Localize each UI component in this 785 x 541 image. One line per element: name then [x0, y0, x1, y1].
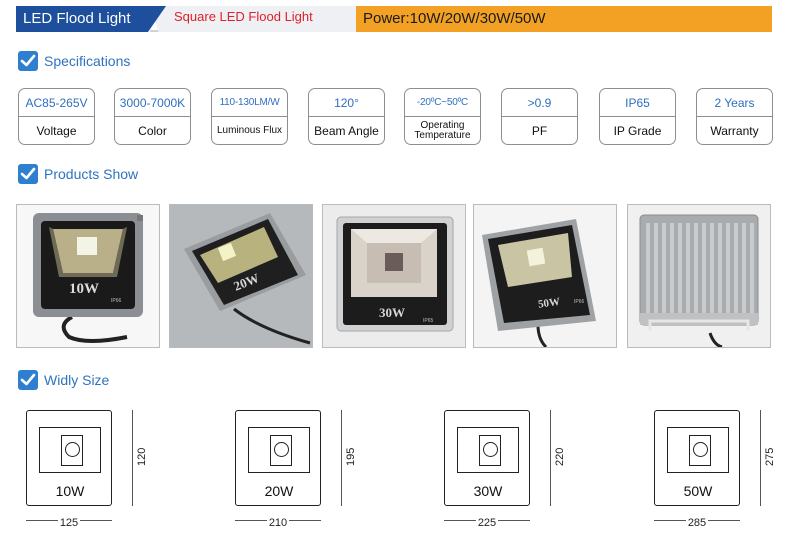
size-power-label: 10W — [55, 483, 85, 499]
height-dimension-line — [341, 410, 342, 506]
spec-value: -20ºC~50ºC — [405, 89, 480, 117]
spec-card-warranty: 2 Years Warranty — [696, 88, 773, 145]
spec-value: IP65 — [600, 89, 675, 117]
width-value: 285 — [685, 517, 709, 529]
header-subtitle-tab: Square LED Flood Light — [150, 6, 365, 32]
height-value: 275 — [764, 447, 776, 466]
led-chip-outline — [689, 435, 711, 466]
spec-card-ip-grade: IP65 IP Grade — [599, 88, 676, 145]
checkmark-icon — [18, 370, 38, 390]
size-power-label: 50W — [683, 483, 713, 499]
width-value: 225 — [475, 517, 499, 529]
svg-text:IP65: IP65 — [423, 318, 434, 324]
outer-frame: 10W — [26, 410, 112, 506]
spec-label: Luminous Flux — [216, 124, 283, 136]
led-chip-outline — [270, 435, 292, 466]
led-circle — [693, 442, 708, 457]
led-circle — [483, 442, 498, 457]
height-dimension-line — [550, 410, 551, 506]
spec-label: Warranty — [710, 123, 759, 138]
spec-value: 120° — [309, 89, 384, 117]
spec-card-pf: >0.9 PF — [501, 88, 578, 145]
spec-card-luminous-flux: 110-130LM/W Luminous Flux — [211, 88, 288, 145]
spec-value: 110-130LM/W — [212, 89, 287, 117]
flood-light-image: 30W IP65 — [336, 216, 454, 332]
flood-light-image: 10W IP66 — [33, 213, 143, 343]
spec-value: 2 Years — [697, 89, 772, 117]
spec-value: 3000-7000K — [115, 89, 190, 117]
checkmark-icon — [18, 51, 38, 71]
spec-label: Color — [138, 123, 167, 138]
height-value: 195 — [345, 447, 357, 466]
height-value: 220 — [554, 447, 566, 466]
heatsink-image — [639, 214, 759, 347]
spec-value: >0.9 — [502, 89, 577, 117]
spec-label: IP Grade — [613, 123, 662, 138]
power-banner: Power:10W/20W/30W/50W — [356, 6, 772, 32]
product-photo-back-heatsink[interactable] — [627, 204, 771, 348]
width-value: 210 — [266, 517, 290, 529]
size-power-label: 20W — [264, 483, 294, 499]
width-value: 125 — [57, 517, 81, 529]
size-power-label: 30W — [473, 483, 503, 499]
led-chip-outline — [479, 435, 501, 466]
lens-frame — [457, 427, 519, 473]
flood-light-image: 50W IP66 — [482, 219, 596, 347]
svg-text:IP66: IP66 — [574, 299, 585, 305]
section-title: Widly Size — [44, 372, 110, 388]
header-title-tab: LED Flood Light — [16, 6, 166, 32]
outer-frame: 20W — [235, 410, 321, 506]
lens-frame — [248, 427, 310, 473]
spec-label: Beam Angle — [314, 123, 379, 138]
product-photo-50w[interactable]: 50W IP66 — [473, 204, 617, 348]
header-subtitle: Square LED Flood Light — [174, 9, 313, 24]
section-products-show: Products Show — [18, 163, 138, 185]
power-text: Power:10W/20W/30W/50W — [363, 10, 546, 27]
height-dimension-line — [760, 410, 761, 506]
led-chip-outline — [61, 435, 83, 466]
lens-frame — [667, 427, 729, 473]
section-title: Products Show — [44, 166, 139, 182]
spec-card-voltage: AC85-265V Voltage — [18, 88, 95, 145]
lens-frame — [39, 427, 101, 473]
svg-text:30W: 30W — [379, 305, 405, 320]
product-photo-10w[interactable]: 10W IP66 — [16, 204, 160, 348]
svg-text:50W: 50W — [537, 296, 560, 311]
spec-card-beam-angle: 120° Beam Angle — [308, 88, 385, 145]
spec-card-color: 3000-7000K Color — [114, 88, 191, 145]
led-circle — [65, 442, 80, 457]
svg-text:IP66: IP66 — [111, 298, 122, 304]
led-circle — [274, 442, 289, 457]
spec-label: Operating Temperature — [414, 119, 471, 141]
checkmark-icon — [18, 164, 38, 184]
spec-card-operating-temperature: -20ºC~50ºC Operating Temperature — [404, 88, 481, 145]
section-specifications: Specifications — [18, 50, 130, 72]
height-value: 120 — [136, 447, 148, 466]
spec-label: PF — [531, 123, 548, 138]
flood-light-image: 20W — [184, 213, 311, 345]
spec-label: Voltage — [36, 123, 77, 138]
outer-frame: 30W — [444, 410, 530, 506]
outer-frame: 50W — [654, 410, 740, 506]
svg-text:10W: 10W — [69, 281, 99, 297]
header-title: LED Flood Light — [23, 10, 131, 27]
section-widly-size: Widly Size — [18, 369, 109, 391]
product-photo-30w[interactable]: 30W IP65 — [322, 204, 466, 348]
spec-value: AC85-265V — [19, 89, 94, 117]
height-dimension-line — [132, 410, 133, 506]
product-photo-20w[interactable]: 20W — [169, 204, 313, 348]
section-title: Specifications — [44, 53, 131, 69]
